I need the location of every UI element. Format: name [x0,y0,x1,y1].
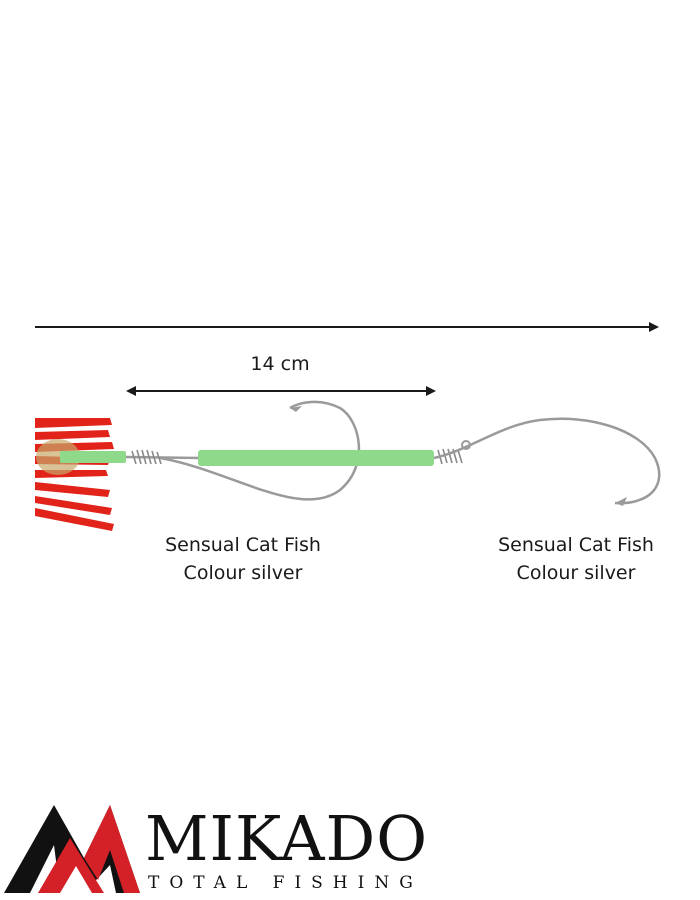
mikado-logo-icon [4,805,140,893]
component-label-2: Sensual Cat Fish Colour silver [476,531,676,587]
component-name-2: Sensual Cat Fish [498,534,654,556]
first-hook-icon [159,400,361,501]
component-name-1: Sensual Cat Fish [165,534,321,556]
component-colour-1: Colour silver [183,562,303,584]
lure-skirt-icon [35,418,114,531]
main-tube [198,450,434,466]
component-label-1: Sensual Cat Fish Colour silver [143,531,343,587]
brand-tagline: TOTAL FISHING [148,873,423,893]
second-hook-icon [433,417,661,505]
component-colour-2: Colour silver [516,562,636,584]
measure-label: 14 cm [250,353,310,375]
second-hook-point [615,497,627,506]
wire-wrap-1 [131,449,162,465]
first-hook-point [290,406,302,412]
brand-name: MIKADO [145,802,429,875]
second-hook-eye [461,440,471,450]
lure-tube [60,451,126,463]
